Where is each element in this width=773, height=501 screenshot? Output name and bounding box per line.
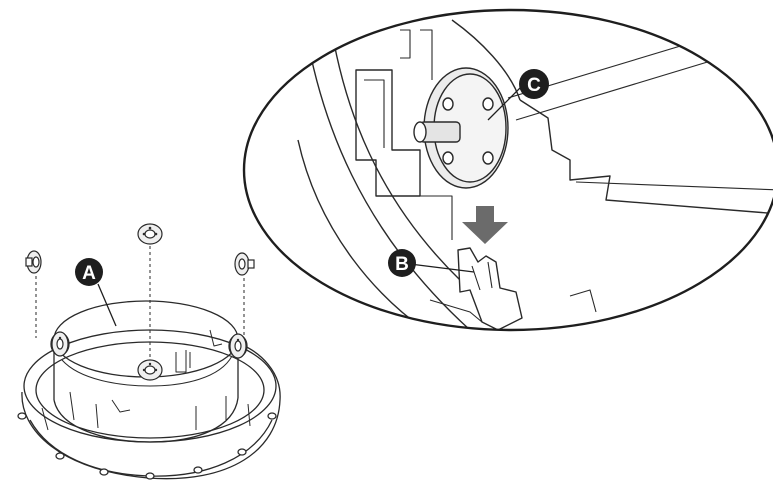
loose-pins — [25, 223, 255, 381]
ring-base-flange — [21, 343, 281, 480]
callout-c: C — [519, 69, 549, 99]
zoom-disc-holes — [442, 97, 494, 165]
callout-c-badge — [519, 69, 549, 99]
callout-c-leader — [487, 87, 521, 121]
zoom-ring-edge-step — [519, 99, 773, 215]
callout-b-label: B — [395, 254, 409, 275]
pin-seated-center — [137, 359, 163, 381]
pin-left — [25, 250, 42, 274]
zoom-disc-shaft-end — [413, 121, 427, 143]
callout-a-badge — [75, 258, 103, 286]
zoom-detail-background — [244, 10, 773, 330]
zoom-latch-clip-detail — [471, 261, 493, 291]
zoom-latch-base — [429, 289, 597, 323]
zoom-detail — [242, 8, 773, 332]
zoom-bracket-top — [400, 29, 411, 59]
ring-wall-inner-edge — [61, 355, 233, 387]
alignment-dash-lines — [35, 246, 245, 362]
zoom-ring-edge-line-3 — [575, 181, 773, 191]
callout-b-badge — [388, 249, 416, 277]
pin-seated-left — [51, 331, 69, 357]
callout-a: A — [75, 258, 103, 286]
zoom-detail-outline — [242, 8, 773, 332]
pin-right — [234, 252, 255, 276]
zoom-bracket-inner — [364, 79, 385, 148]
zoom-bracket-post — [420, 29, 433, 80]
mounting-ring — [17, 300, 281, 480]
zoom-bracket-lower — [376, 195, 453, 240]
callout-b-leader — [409, 263, 475, 273]
zoom-pin-disc — [413, 67, 509, 189]
ring-wall-bottom-edge — [53, 397, 239, 443]
callout-c-label: C — [527, 75, 541, 96]
zoom-ring-edge-upper — [451, 19, 521, 101]
ring-base-feet — [17, 412, 277, 480]
down-arrow-icon — [462, 206, 508, 244]
pin-seated-right — [229, 333, 247, 359]
callout-b: B — [388, 249, 416, 277]
zoom-curved-wall-mid — [329, 19, 461, 281]
callout-a-label: A — [82, 263, 96, 284]
zoom-latch-clip — [457, 247, 523, 330]
zoom-detail-content — [297, 15, 773, 330]
ring-inner-ribs — [41, 329, 251, 431]
pin-center — [137, 223, 163, 245]
callout-a-leader — [97, 283, 117, 327]
